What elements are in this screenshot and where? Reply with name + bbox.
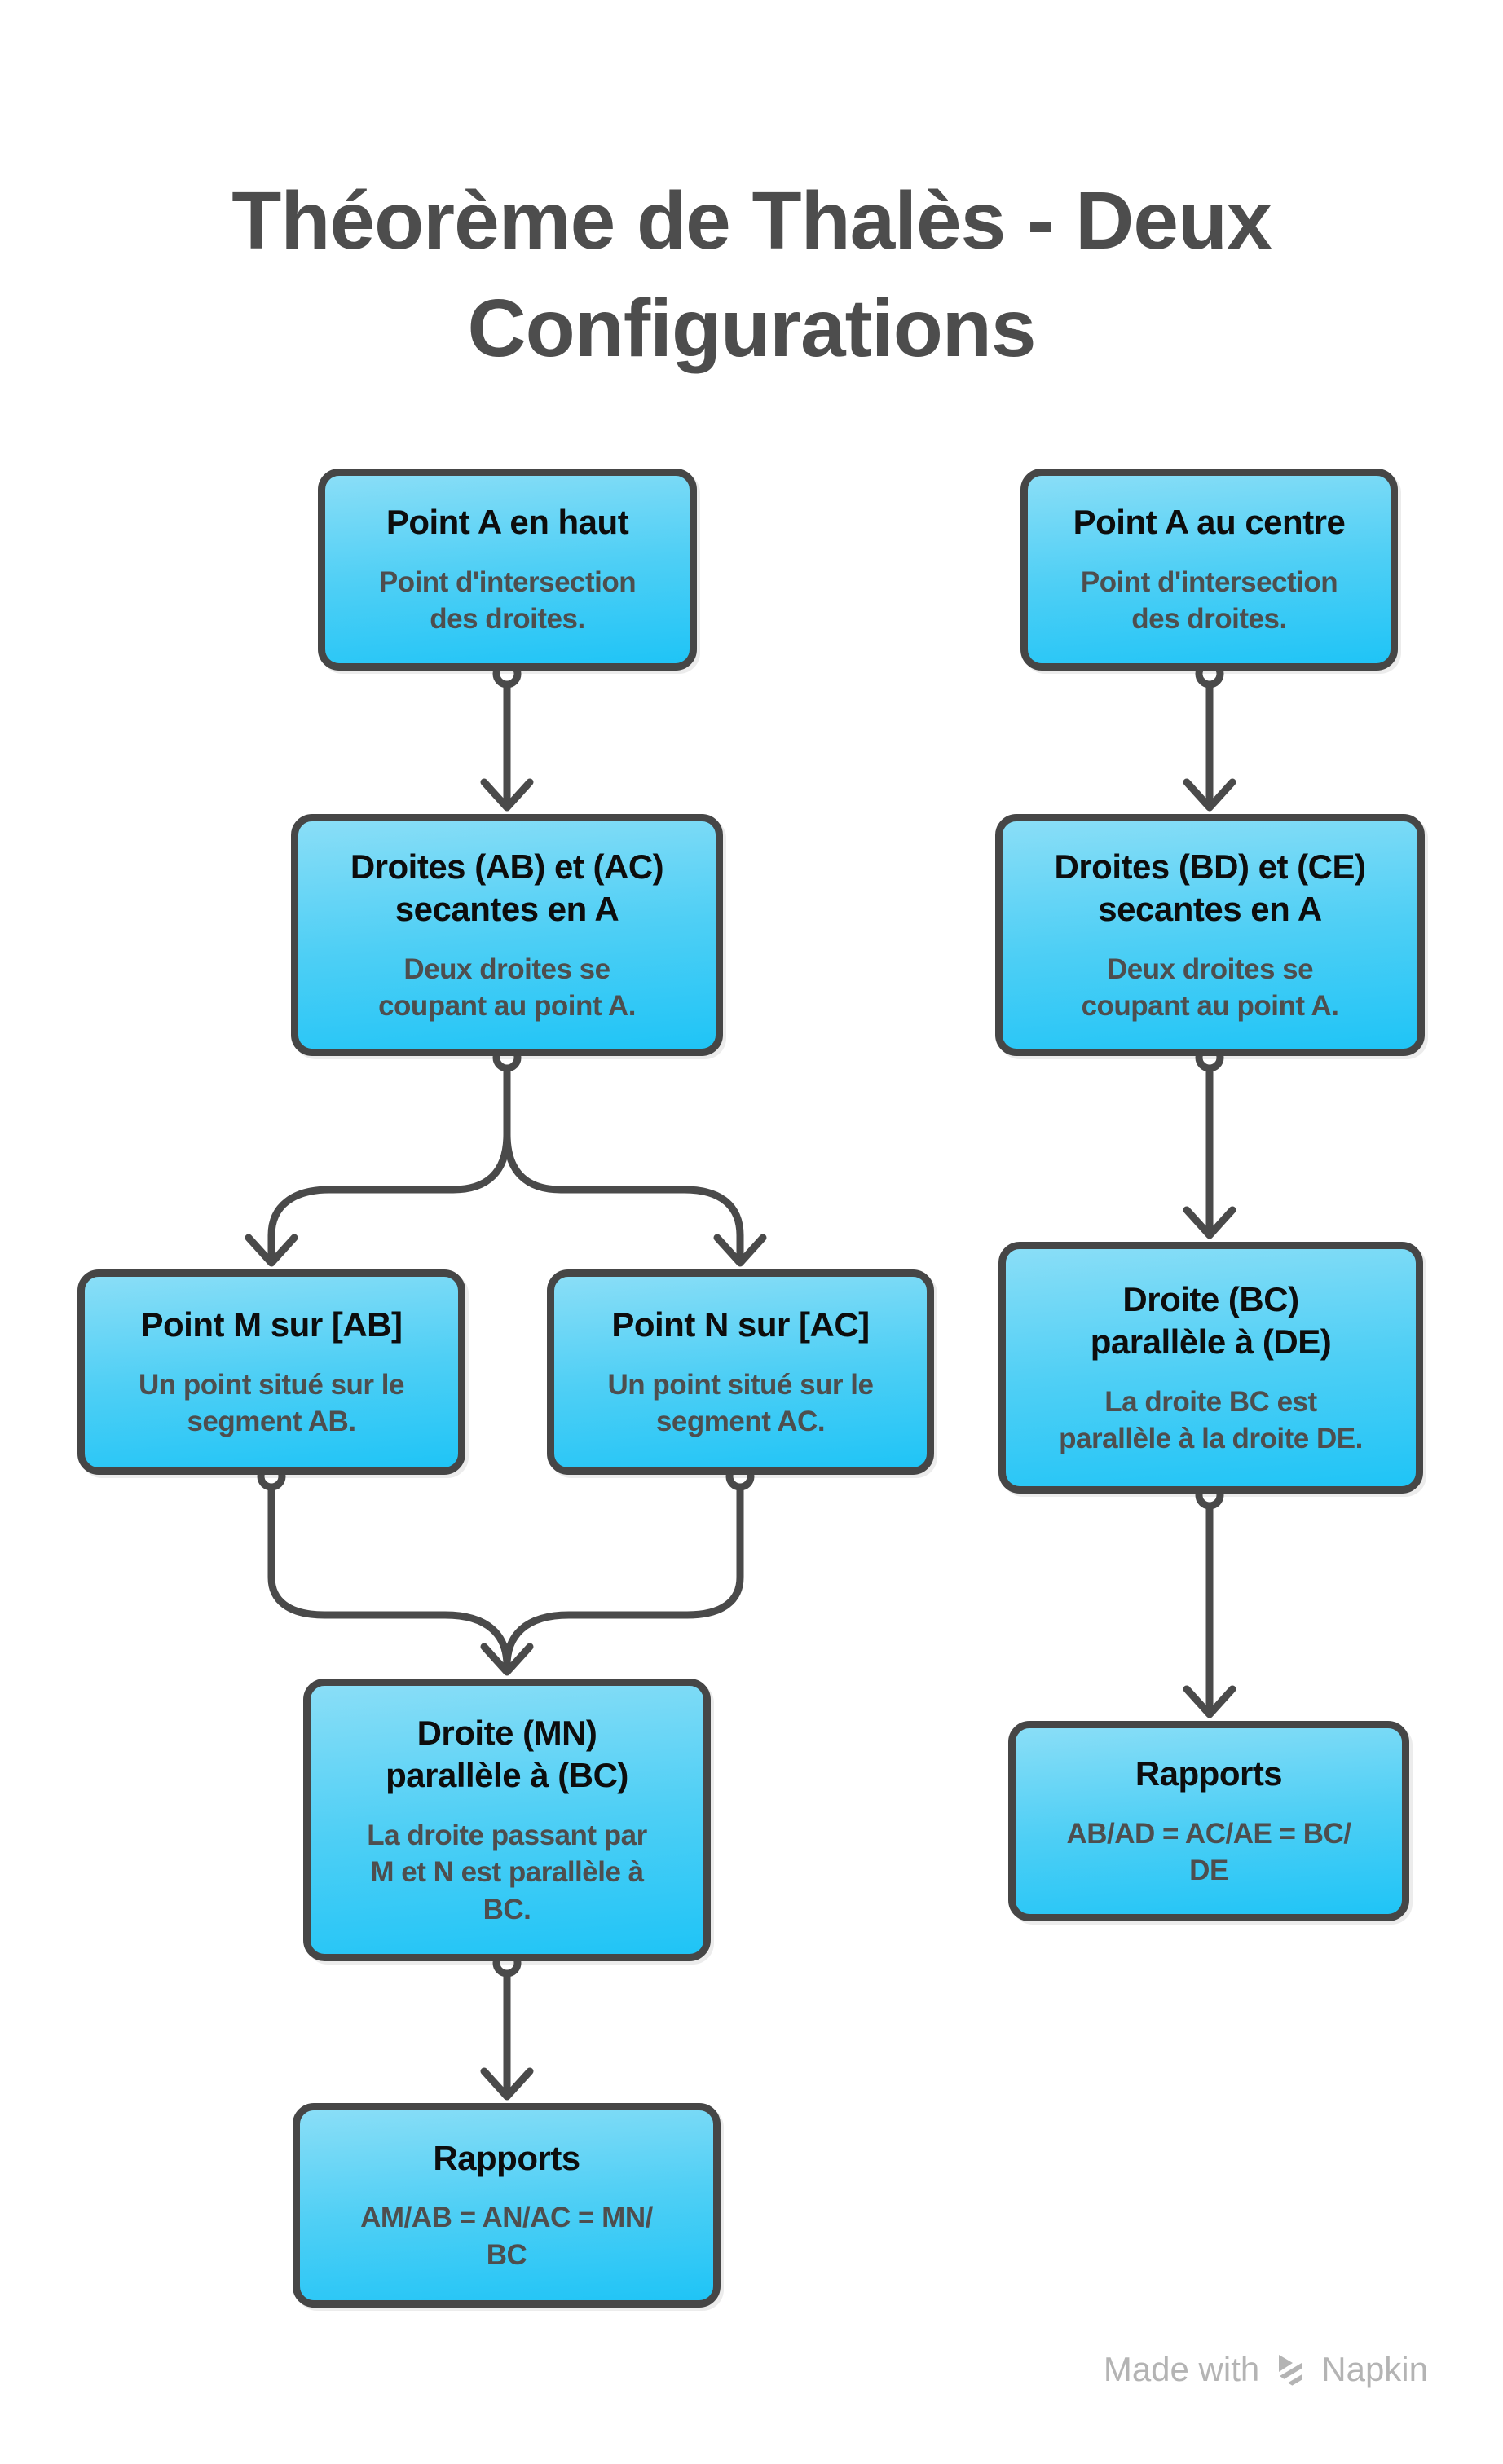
node-title: Droites (BD) et (CE) secantes en A — [1054, 847, 1366, 929]
node-body: Un point situé sur le segment AB. — [139, 1368, 404, 1438]
node-point-m-sur-ab: Point M sur [AB] Un point situé sur le s… — [77, 1269, 465, 1475]
node-title: Point M sur [AB] — [140, 1305, 403, 1344]
node-body: Un point situé sur le segment AC. — [607, 1368, 874, 1438]
node-droites-ab-ac-secantes: Droites (AB) et (AC) secantes en A Deux … — [291, 814, 723, 1056]
node-droites-bd-ce-secantes: Droites (BD) et (CE) secantes en A Deux … — [995, 814, 1425, 1056]
node-point-n-sur-ac: Point N sur [AC] Un point situé sur le s… — [547, 1269, 934, 1475]
made-with-text: Made with — [1103, 2350, 1260, 2388]
connector-r1-r2 — [1183, 681, 1236, 812]
connector-l2-split — [245, 1065, 767, 1267]
node-rapports-droite: Rapports AB/AD = AC/AE = BC/ DE — [1008, 1721, 1409, 1921]
node-title: Rapports — [433, 2138, 580, 2177]
node-droite-bc-parallele-de: Droite (BC) parallèle à (DE) La droite B… — [998, 1242, 1423, 1494]
node-title: Droite (MN) parallèle à (BC) — [386, 1713, 628, 1795]
connector-r2-r3 — [1183, 1065, 1236, 1239]
node-title: Point A en haut — [386, 503, 629, 542]
node-title: Point N sur [AC] — [611, 1305, 870, 1344]
node-point-a-au-centre: Point A au centre Point d'intersection d… — [1020, 469, 1398, 671]
node-droite-mn-parallele-bc: Droite (MN) parallèle à (BC) La droite p… — [303, 1679, 711, 1961]
brand-text: Napkin — [1321, 2350, 1428, 2388]
node-body: Point d'intersection des droites. — [1080, 565, 1338, 636]
node-body: AB/AD = AC/AE = BC/ DE — [1066, 1817, 1351, 1887]
node-title: Droites (AB) et (AC) secantes en A — [350, 847, 664, 929]
node-rapports-gauche: Rapports AM/AB = AN/AC = MN/ BC — [293, 2103, 721, 2308]
node-body: La droite BC est parallèle à la droite D… — [1059, 1385, 1363, 1455]
node-body: AM/AB = AN/AC = MN/ BC — [360, 2202, 653, 2271]
node-title: Droite (BC) parallèle à (DE) — [1090, 1279, 1332, 1362]
node-title: Rapports — [1135, 1754, 1283, 1793]
node-body: Point d'intersection des droites. — [378, 565, 637, 636]
footer-credit: Made with Napkin — [1104, 2350, 1428, 2389]
connector-mn-merge — [267, 1484, 744, 1676]
node-body: Deux droites se coupant au point A. — [378, 953, 636, 1023]
page-title-line-1: Théorème de Thalès - Deux — [231, 175, 1272, 266]
page-title-line-2: Configurations — [467, 283, 1036, 374]
connector-l1-l2 — [480, 681, 534, 812]
connector-r3-r4 — [1183, 1503, 1236, 1718]
napkin-logo-icon — [1271, 2350, 1310, 2389]
node-body: La droite passant par M et N est parallè… — [367, 1819, 647, 1925]
node-point-a-en-haut: Point A en haut Point d'intersection des… — [318, 469, 697, 671]
page-title: Théorème de Thalès - Deux Configurations — [0, 167, 1503, 382]
node-title: Point A au centre — [1073, 503, 1346, 542]
node-body: Deux droites se coupant au point A. — [1081, 953, 1339, 1023]
connector-l5-l6 — [480, 1970, 534, 2101]
